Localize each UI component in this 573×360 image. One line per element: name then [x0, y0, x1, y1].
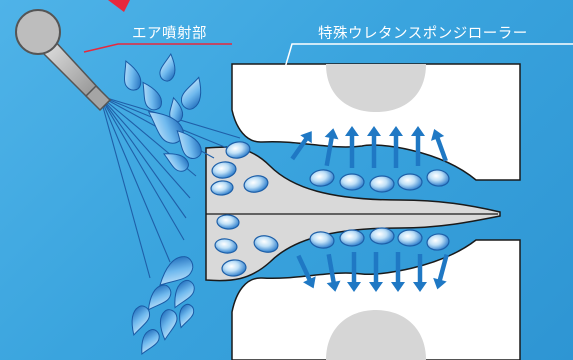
arrow-head: [433, 277, 447, 290]
nozzle-leader-line: [83, 43, 232, 53]
lower-roller-core: [326, 310, 426, 360]
arrow-down-icon: [391, 252, 405, 292]
air-bubble: [210, 180, 234, 196]
water-droplet-icon: [147, 284, 172, 311]
arrow-head: [303, 276, 316, 289]
pointer-icon: [108, 0, 130, 12]
arrow-down-icon: [413, 254, 427, 292]
arrow-up-icon: [431, 129, 448, 162]
arrow-up-icon: [367, 126, 381, 168]
arrows-up: [290, 126, 448, 168]
arrow-shaft: [296, 254, 313, 283]
arrow-up-icon: [290, 131, 312, 161]
roller-leader-line: [281, 43, 573, 79]
water-droplet-icon: [162, 153, 189, 172]
arrow-up-icon: [324, 128, 339, 167]
water-droplet-icon: [142, 81, 162, 111]
arrow-up-icon: [389, 126, 403, 168]
water-droplet-icon: [123, 60, 142, 91]
arrow-head: [369, 282, 383, 292]
arrow-shaft: [437, 254, 449, 283]
arrow-head: [345, 126, 359, 136]
water-droplet-icon: [141, 329, 160, 356]
water-droplet-icon: [159, 309, 178, 341]
arrow-head: [326, 280, 341, 292]
spray-line: [99, 95, 191, 199]
upper-roller-core: [326, 64, 426, 112]
air-bubble: [426, 169, 450, 187]
spray-line: [99, 95, 171, 263]
air-bubble: [309, 169, 335, 187]
water-droplet-icon: [159, 52, 176, 82]
spray-line: [99, 95, 151, 279]
arrow-up-icon: [345, 126, 359, 168]
arrow-down-icon: [369, 252, 383, 292]
water-droplet-icon: [180, 76, 202, 110]
water-droplet-icon: [131, 305, 151, 336]
arrow-up-icon: [411, 126, 425, 166]
arrow-shaft: [290, 136, 310, 161]
spray-line: [99, 95, 187, 219]
arrow-head: [413, 282, 427, 292]
arrows-down: [296, 252, 449, 292]
arrow-head: [300, 131, 312, 144]
air-bubble: [243, 175, 269, 193]
arrow-head: [431, 129, 445, 141]
arrow-down-icon: [347, 252, 361, 292]
air-bubble: [216, 214, 240, 230]
arrow-head: [367, 126, 381, 136]
air-bubble: [339, 229, 365, 247]
air-bubble: [211, 161, 237, 179]
arrow-down-icon: [326, 253, 341, 292]
air-bubble: [369, 175, 395, 193]
water-droplet-icon: [147, 111, 184, 144]
air-bubble: [225, 141, 251, 159]
spray-line: [99, 95, 185, 241]
air-bubble: [214, 238, 238, 254]
air-nozzle-icon: [15, 9, 112, 112]
arrow-head: [389, 126, 403, 136]
air-bubble: [221, 259, 247, 277]
arrow-head: [347, 282, 361, 292]
air-bubble: [397, 173, 423, 191]
air-bubble: [369, 227, 395, 245]
roller-label: 特殊ウレタンスポンジローラー: [318, 26, 528, 42]
arrow-down-icon: [433, 254, 449, 290]
water-droplet-icon: [176, 130, 202, 159]
water-droplet-icon: [159, 256, 194, 286]
water-droplets: [123, 52, 202, 356]
air-bubble: [426, 233, 450, 251]
arrow-head: [324, 128, 339, 140]
arrow-shaft: [324, 135, 335, 167]
water-droplet-icon: [174, 279, 195, 309]
air-bubble: [253, 235, 279, 253]
water-droplet-icon: [179, 303, 195, 329]
nozzle-label: エア噴射部: [132, 26, 207, 42]
arrow-down-icon: [296, 254, 316, 289]
air-bubble: [397, 229, 423, 247]
arrow-shaft: [326, 253, 337, 285]
air-bubble: [309, 231, 335, 249]
arrow-shaft: [434, 135, 448, 162]
air-bubble: [339, 173, 365, 191]
air-bubbles: [210, 141, 450, 277]
arrow-head: [411, 126, 425, 136]
upper-roller: [231, 63, 521, 181]
arrow-head: [391, 282, 405, 292]
